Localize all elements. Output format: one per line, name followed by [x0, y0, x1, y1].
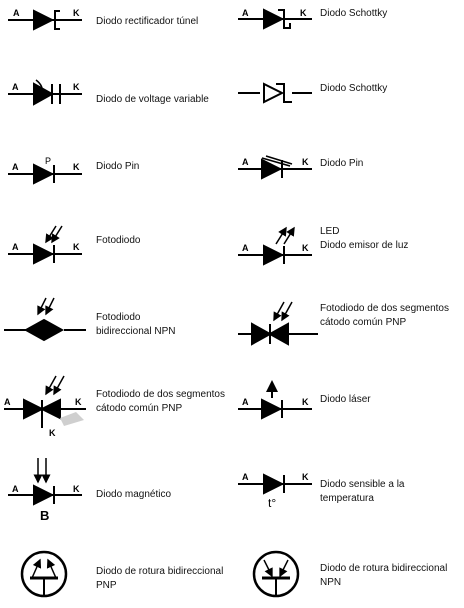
- symbol-label: Diodo de rotura bidireccional PNP: [96, 566, 224, 591]
- symbol-label: Fotodiodo de dos segmentos cátodo común …: [320, 303, 449, 328]
- tunnel-diode-icon: [8, 9, 82, 31]
- anode-label: A: [242, 243, 249, 253]
- symbol-label: Fotodiodo bidireccional NPN: [96, 312, 176, 337]
- anode-label: A: [12, 484, 19, 494]
- varactor-diode-icon: [8, 79, 82, 106]
- cathode-label: K: [302, 243, 309, 253]
- two-segment-photodiode-icon: [238, 301, 318, 346]
- symbol-label: Diodo Schottky: [320, 8, 388, 19]
- pin-diode-icon: [238, 155, 312, 180]
- symbol-label: Diodo de rotura bidireccional NPN: [320, 563, 448, 588]
- cathode-label: K: [73, 242, 80, 252]
- p-layer-label: P: [45, 156, 52, 166]
- bidirectional-breakdown-diode-icon: [252, 550, 300, 598]
- symbol-label: Diodo Schottky: [320, 83, 388, 94]
- symbol-label: Diodo de voltage variable: [96, 94, 209, 105]
- schottky-diode-icon: [238, 82, 312, 104]
- anode-label: A: [12, 242, 19, 252]
- temperature-diode-icon: [238, 473, 312, 495]
- cathode-label: K: [302, 472, 309, 482]
- bidirectional-photodiode-icon: [4, 297, 86, 342]
- anode-label: A: [12, 82, 19, 92]
- two-segment-photodiode-icon: [4, 375, 86, 428]
- temperature-label: t°: [268, 496, 277, 510]
- led-icon: [238, 226, 312, 266]
- anode-label: A: [242, 397, 249, 407]
- magnetic-diode-icon: [8, 458, 82, 506]
- anode-label: A: [242, 472, 249, 482]
- symbol-label: Fotodiodo: [96, 235, 141, 246]
- cathode-label: K: [302, 397, 309, 407]
- anode-label: A: [242, 157, 249, 167]
- cathode-label: K: [75, 397, 82, 407]
- symbol-label: Diodo sensible a la temperatura: [320, 479, 405, 504]
- symbol-label: Fotodiodo de dos segmentos cátodo común …: [96, 389, 225, 414]
- symbol-label: Diodo rectificador túnel: [96, 16, 199, 27]
- anode-label: A: [4, 397, 11, 407]
- symbol-label: Diodo magnético: [96, 489, 172, 500]
- schottky-diode-icon: [238, 8, 312, 30]
- cathode-label: K: [73, 8, 80, 18]
- magnetic-field-label: B: [40, 508, 50, 523]
- common-cathode-label: K: [49, 428, 56, 438]
- symbol-label: Diodo Pin: [320, 158, 364, 169]
- symbol-label: Diodo láser: [320, 394, 371, 405]
- cathode-label: K: [302, 157, 309, 167]
- cathode-label: K: [73, 484, 80, 494]
- anode-label: A: [13, 8, 20, 18]
- symbol-label: Diodo Pin: [96, 161, 140, 172]
- laser-diode-icon: [238, 380, 312, 420]
- cathode-label: K: [300, 8, 307, 18]
- symbol-label: LED Diodo emisor de luz: [320, 226, 409, 251]
- anode-label: A: [12, 162, 19, 172]
- bidirectional-breakdown-diode-icon: [20, 550, 68, 598]
- anode-label: A: [242, 8, 249, 18]
- cathode-label: K: [73, 162, 80, 172]
- cathode-label: K: [73, 82, 80, 92]
- photodiode-icon: [8, 225, 82, 265]
- pin-diode-icon: [8, 163, 82, 185]
